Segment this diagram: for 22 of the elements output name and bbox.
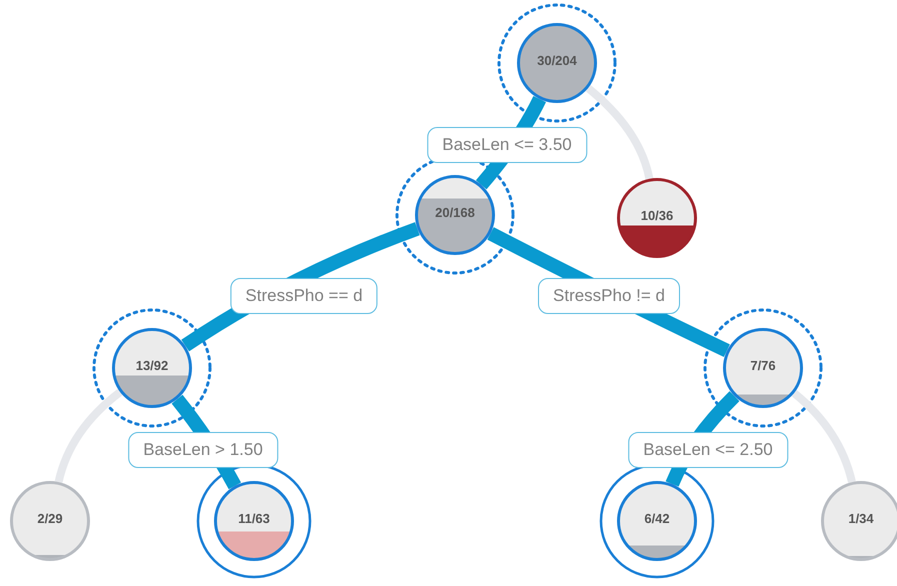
- tree-node-circle: [415, 175, 495, 255]
- tree-node-circle: [723, 328, 803, 408]
- tree-node-circle: [617, 481, 697, 561]
- node-count: 30/204: [537, 52, 577, 68]
- tree-branch: [792, 390, 856, 484]
- node-count: 11/63: [238, 510, 270, 526]
- node-count: 13/92: [136, 358, 168, 372]
- node-count: 20/168: [435, 204, 475, 220]
- node-count: 2/29: [37, 510, 63, 526]
- tree-node-circle: [214, 481, 294, 561]
- split-condition-label: BaseLen <= 3.50: [427, 127, 587, 163]
- node-count: 7/76: [750, 358, 776, 372]
- node-count: 6/42: [644, 510, 670, 526]
- split-condition-label: StressPho != d: [538, 278, 680, 314]
- tree-branch: [586, 85, 654, 180]
- split-condition-label: BaseLen <= 2.50: [628, 432, 788, 468]
- node-count: 1/34: [848, 510, 874, 526]
- tree-branch: [54, 388, 123, 483]
- tree-node-circle: [112, 328, 192, 408]
- split-condition-label: StressPho == d: [230, 278, 378, 314]
- node-count: 10/36: [640, 208, 674, 222]
- split-condition-label: BaseLen > 1.50: [128, 432, 278, 468]
